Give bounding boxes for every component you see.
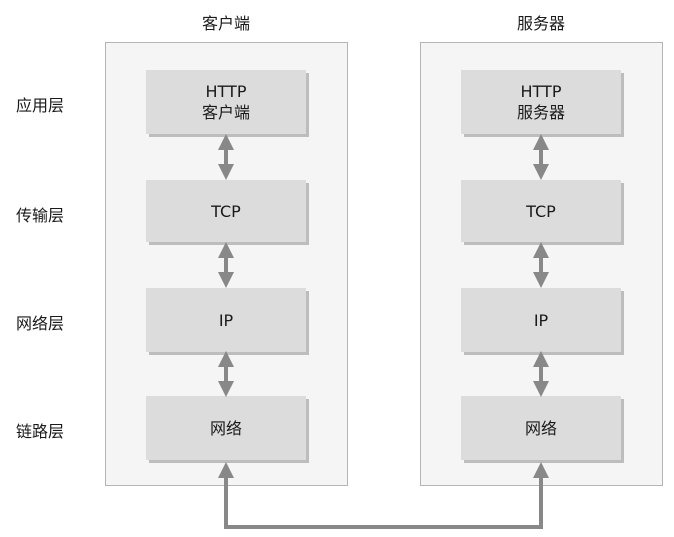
server-ip-block: IP	[461, 288, 621, 352]
client-network-label: 网络	[209, 418, 242, 438]
client-tcp-block: TCP	[146, 180, 306, 242]
client-network-block: 网络	[146, 396, 306, 460]
transport-layer-label: 传输层	[16, 206, 65, 225]
server-column-title: 服务器	[516, 14, 565, 33]
client-tcp-label: TCP	[211, 201, 241, 221]
server-network-block: 网络	[461, 396, 621, 460]
server-network-label: 网络	[524, 418, 557, 438]
link-layer-label: 链路层	[16, 422, 65, 441]
network-link-arrow	[218, 462, 549, 529]
client-http-label: HTTP	[205, 82, 247, 101]
network-layer-label: 网络层	[16, 314, 65, 333]
server-http-sublabel: 服务器	[516, 103, 565, 122]
server-http-block: HTTP 服务器	[461, 70, 621, 134]
application-layer-label: 应用层	[16, 96, 65, 115]
server-ip-label: IP	[533, 310, 549, 330]
server-tcp-block: TCP	[461, 180, 621, 242]
client-http-block: HTTP 客户端	[146, 70, 306, 134]
client-ip-block: IP	[146, 288, 306, 352]
client-column-title: 客户端	[201, 14, 250, 33]
client-http-sublabel: 客户端	[201, 103, 250, 122]
server-tcp-label: TCP	[526, 201, 556, 221]
client-ip-label: IP	[218, 310, 234, 330]
server-http-label: HTTP	[520, 82, 562, 101]
